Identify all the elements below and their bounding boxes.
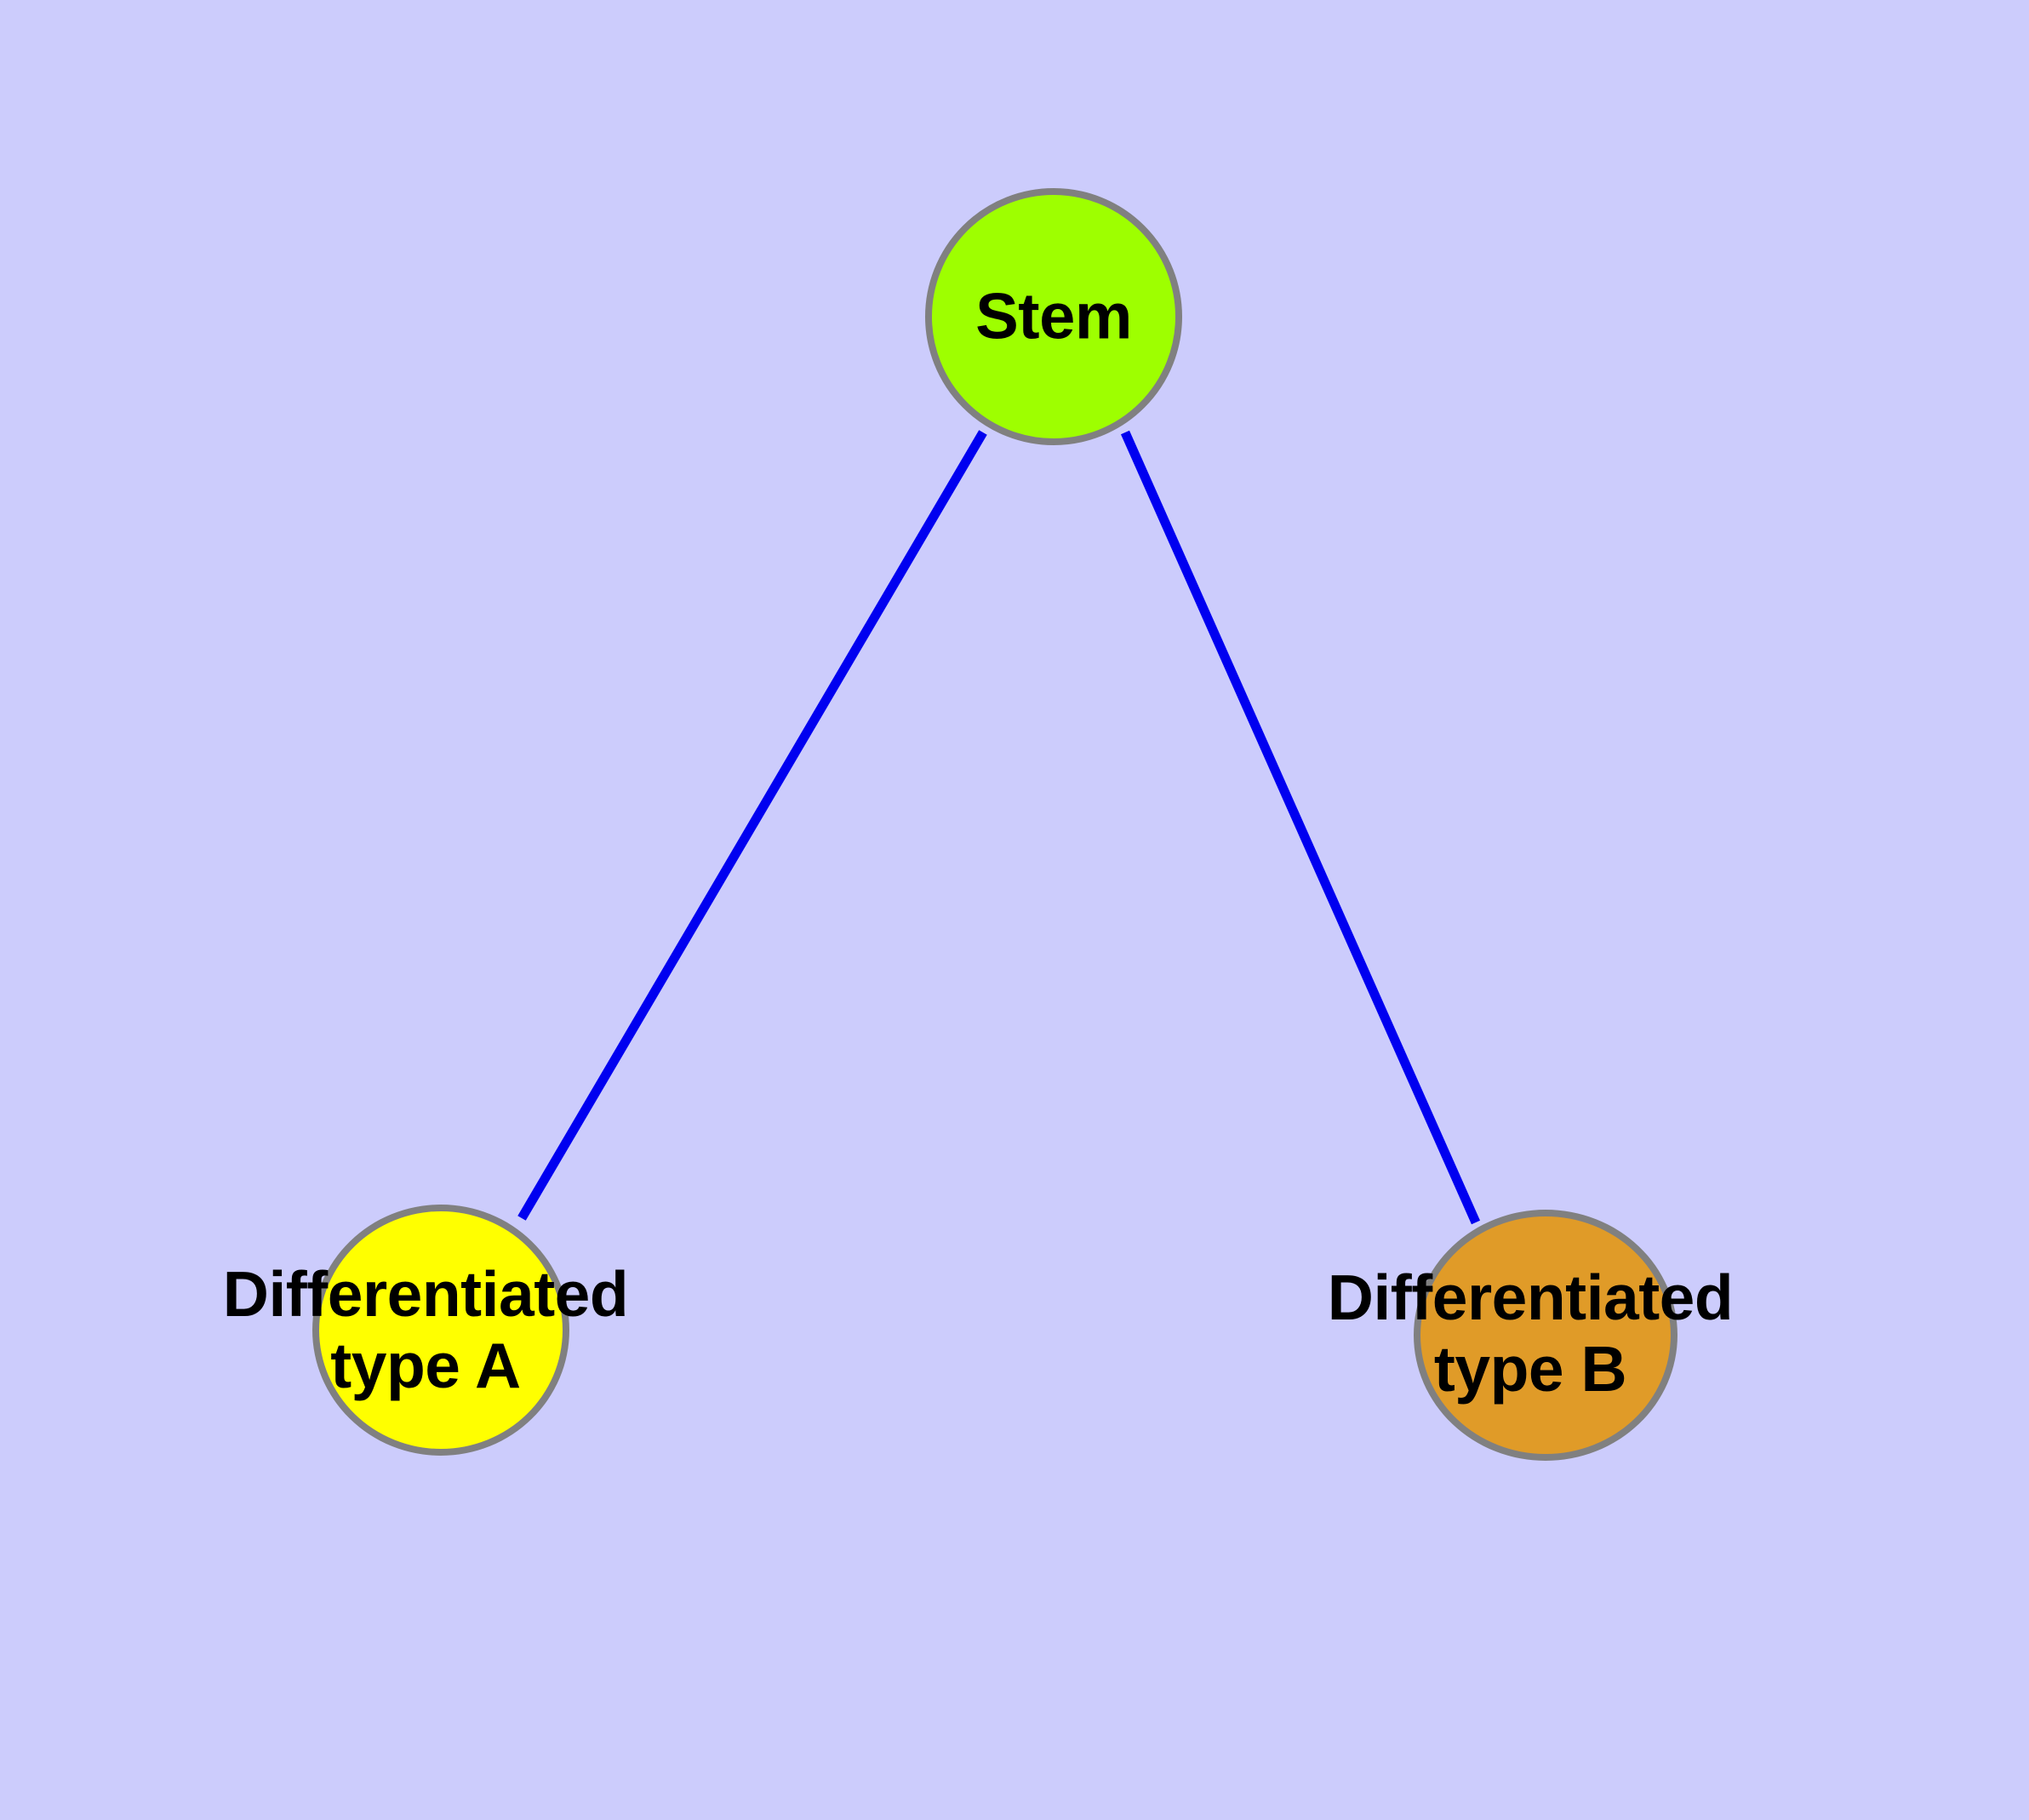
node-differentiated-type-b[interactable]	[1414, 1210, 1677, 1461]
edge-stem-to-type-b	[1120, 430, 1481, 1225]
node-differentiated-type-a[interactable]	[312, 1205, 569, 1456]
node-stem[interactable]	[925, 188, 1182, 445]
edge-stem-to-type-a	[517, 430, 987, 1221]
